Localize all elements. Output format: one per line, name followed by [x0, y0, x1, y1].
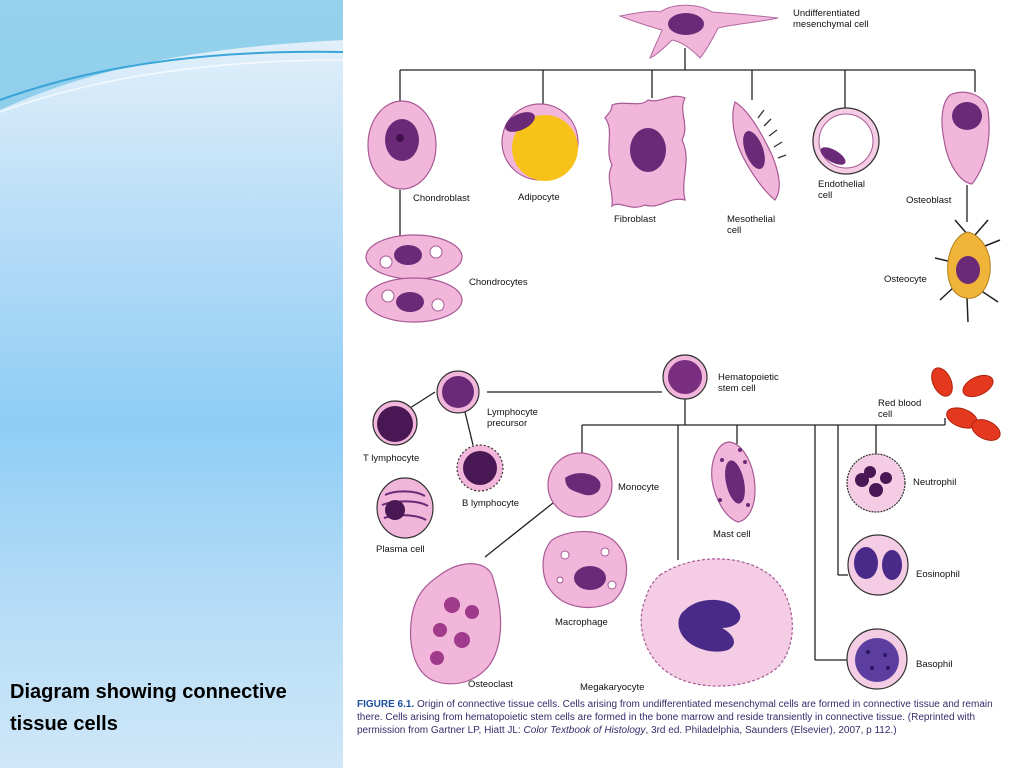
label-eosinophil: Eosinophil [916, 569, 960, 580]
label-chondrocytes: Chondrocytes [469, 277, 528, 288]
eosinophil-cell [847, 534, 909, 596]
label-mesenchymal-2: mesenchymal cell [793, 19, 869, 30]
label-rbc-2: cell [878, 409, 892, 420]
mast-cell [711, 441, 756, 523]
label-mast-cell: Mast cell [713, 529, 750, 540]
figure-caption-book: Color Textbook of Histology [523, 725, 646, 736]
basophil-cell [846, 628, 908, 690]
osteoblast-cell [941, 91, 990, 185]
osteocyte-cell [934, 219, 1001, 323]
label-chondroblast: Chondroblast [413, 193, 470, 204]
label-endothelial-1: Endothelial [818, 179, 865, 190]
mesothelial-cell [732, 101, 787, 201]
osteoclast-cell [410, 563, 502, 685]
chondroblast-cell [367, 100, 437, 190]
megakaryocyte-cell [640, 558, 793, 687]
label-plasma-cell: Plasma cell [376, 544, 425, 555]
label-t-lymphocyte: T lymphocyte [363, 453, 419, 464]
mesenchymal-cell [618, 4, 779, 59]
macrophage-cell [542, 530, 628, 609]
wave-decoration [0, 0, 343, 113]
label-b-lymphocyte: B lymphocyte [462, 498, 519, 509]
endothelial-cell [812, 107, 880, 175]
label-osteoclast: Osteoclast [468, 679, 513, 690]
figure-caption: FIGURE 6.1. Origin of connective tissue … [357, 698, 1007, 737]
label-mesothelial-1: Mesothelial [727, 214, 775, 225]
label-hematopoietic-1: Hematopoietic [718, 372, 779, 383]
label-mesothelial-2: cell [727, 225, 741, 236]
b-lymphocyte-cell [456, 444, 504, 492]
label-megakaryocyte: Megakaryocyte [580, 682, 644, 693]
label-fibroblast: Fibroblast [614, 214, 656, 225]
lymphocyte-precursor-cell [436, 370, 480, 414]
figure-caption-text: Origin of connective tissue cells. Cells… [357, 699, 993, 736]
red-blood-cells [931, 367, 1001, 441]
figure-caption-tail: , 3rd ed. Philadelphia, Saunders (Elsevi… [645, 725, 897, 736]
label-hematopoietic-2: stem cell [718, 383, 755, 394]
t-lymphocyte-cell [372, 400, 418, 446]
histology-diagram: Undifferentiated mesenchymal cell Chondr… [343, 0, 1024, 768]
left-panel: Diagram showing connective tissue cells [0, 0, 343, 768]
slide-title: Diagram showing connective tissue cells [10, 681, 287, 735]
diagram-labels: Undifferentiated mesenchymal cell Chondr… [363, 8, 960, 693]
label-rbc-1: Red blood [878, 398, 921, 409]
neutrophil-cell [846, 453, 906, 513]
label-osteoblast: Osteoblast [906, 195, 952, 206]
hematopoietic-stem-cell [662, 354, 708, 400]
label-endothelial-2: cell [818, 190, 832, 201]
label-mesenchymal-1: Undifferentiated [793, 8, 860, 19]
label-monocyte: Monocyte [618, 482, 659, 493]
figure-number: FIGURE 6.1. [357, 699, 415, 710]
fibroblast-cell [604, 95, 687, 208]
label-lymphocyte-precursor-1: Lymphocyte [487, 407, 538, 418]
label-basophil: Basophil [916, 659, 952, 670]
chondrocytes-cells [365, 234, 463, 323]
label-macrophage: Macrophage [555, 617, 608, 628]
plasma-cell [376, 477, 434, 539]
mesenchymal-lineage-lines [399, 48, 976, 238]
label-adipocyte: Adipocyte [518, 192, 560, 203]
label-lymphocyte-precursor-2: precursor [487, 418, 527, 429]
label-osteocyte: Osteocyte [884, 274, 927, 285]
label-neutrophil: Neutrophil [913, 477, 956, 488]
monocyte-cell [547, 452, 613, 518]
adipocyte-cell [501, 103, 579, 181]
